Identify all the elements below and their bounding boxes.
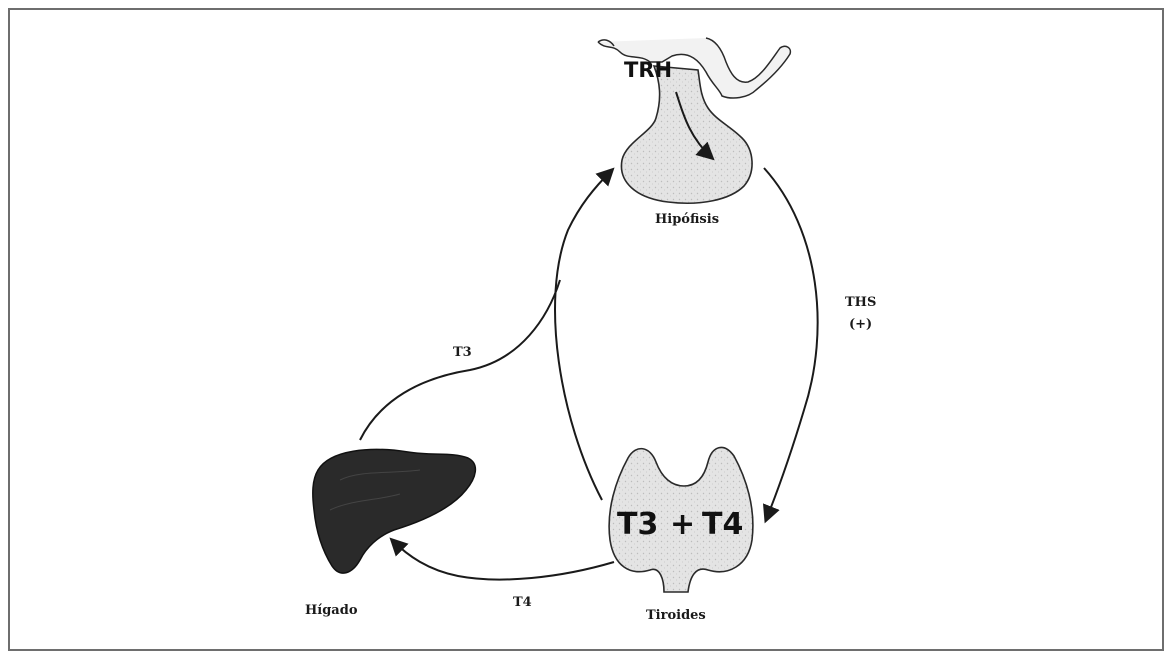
hipofisis-label: Hipófisis: [655, 213, 719, 226]
ths-label: THS: [845, 296, 876, 309]
t3-arrow: [360, 280, 560, 440]
thyroid-to-pituitary-arrow: [555, 170, 612, 500]
t3-arrow-label: T3: [453, 346, 472, 359]
trh-label: TRH: [624, 60, 672, 81]
t4-arrow: [392, 540, 614, 580]
tiroides-label: Tiroides: [646, 609, 706, 622]
ths-sign-label: (+): [849, 318, 872, 331]
liver-illustration: [313, 449, 476, 573]
gland-t3-label: T3: [617, 510, 658, 540]
higado-label: Hígado: [305, 604, 358, 617]
t4-arrow-label: T4: [513, 596, 532, 609]
gland-t4-label: T4: [702, 510, 743, 540]
ths-arrow: [764, 168, 818, 520]
gland-plus-label: +: [670, 510, 695, 540]
